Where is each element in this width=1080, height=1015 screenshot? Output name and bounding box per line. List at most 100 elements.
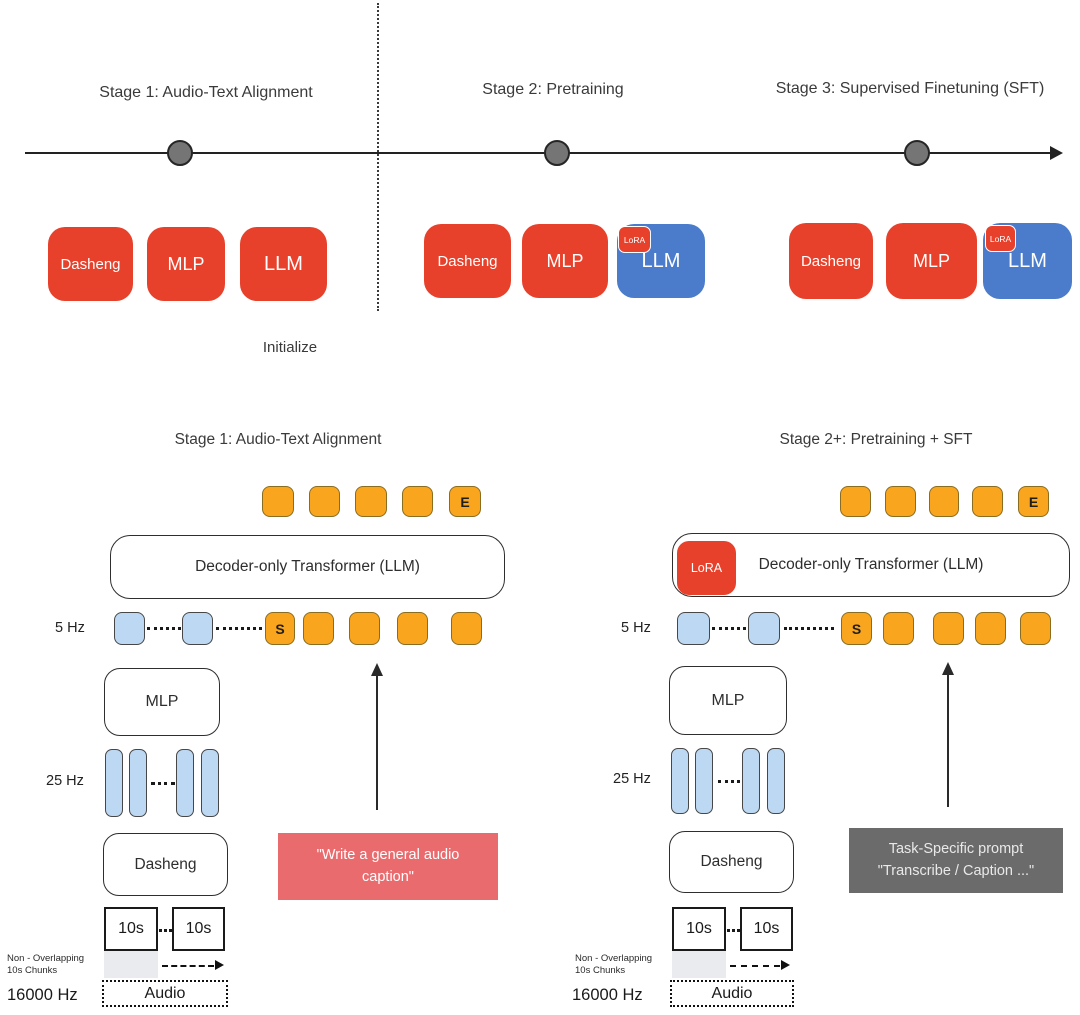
output-token [972,486,1003,517]
chunk-scan-arrow [162,965,214,967]
output-token [885,486,916,517]
right-panel-title: Stage 2+: Pretraining + SFT [779,431,973,448]
chunk-box-10s: 10s [740,907,793,951]
output-token [840,486,871,517]
feature-bar [695,748,713,814]
left-decoder-llm-box: Decoder-only Transformer (LLM) [110,535,505,599]
stage-divider-dotted-line [377,3,379,311]
ellipsis-dots [712,627,746,630]
audio-token [114,612,145,645]
left-sample-rate-label: 16000 Hz [7,986,78,1004]
right-5hz-label: 5 Hz [621,620,651,636]
stage1-mlp-block: MLP [147,227,225,301]
end-token: E [449,486,481,517]
left-prompt-box: "Write a general audio caption" [278,833,498,900]
right-prompt-line2: "Transcribe / Caption ..." [877,862,1035,879]
up-arrow-icon [371,663,383,676]
feature-bar [671,748,689,814]
ellipsis-dots [727,929,740,932]
chunk-box-10s: 10s [672,907,726,951]
stage3-mlp-block: MLP [886,223,977,299]
right-dasheng-box: Dasheng [669,831,794,893]
chunk-shadow [104,951,158,978]
chunks-note-line1: Non - Overlapping [575,953,653,964]
feature-bar [201,749,219,817]
output-token [355,486,387,517]
timeline-node-stage3 [904,140,930,166]
left-5hz-label: 5 Hz [55,620,85,636]
left-prompt-line1: "Write a general audio [316,847,460,864]
text-token [1020,612,1051,645]
left-dasheng-box: Dasheng [103,833,228,896]
up-arrow-line [376,676,378,810]
text-token [975,612,1006,645]
chunk-shadow [672,951,726,978]
output-token [929,486,959,517]
text-token [451,612,482,645]
stage2-dasheng-block: Dasheng [424,224,511,298]
right-decoder-llm-box: Decoder-only Transformer (LLM) [672,533,1070,597]
audio-token [677,612,710,645]
chunk-scan-arrowhead-icon [215,960,224,970]
right-lora-box: LoRA [677,541,736,595]
stage3-dasheng-block: Dasheng [789,223,873,299]
text-token [883,612,914,645]
feature-bar [129,749,147,817]
right-25hz-label: 25 Hz [613,771,651,787]
stage1-llm-block: LLM [240,227,327,301]
output-token [402,486,433,517]
left-chunks-note: Non - Overlapping 10s Chunks [7,953,84,978]
stage3-title: Stage 3: Supervised Finetuning (SFT) [775,80,1045,97]
ellipsis-dots [718,780,740,783]
end-token: E [1018,486,1049,517]
feature-bar [176,749,194,817]
output-token [262,486,294,517]
timeline-node-stage1 [167,140,193,166]
start-token: S [265,612,295,645]
right-audio-box: Audio [670,980,794,1007]
left-prompt-line2: caption" [362,868,414,885]
ellipsis-dots [147,627,181,630]
left-mlp-box: MLP [104,668,220,736]
up-arrow-line [947,675,949,807]
timeline-node-stage2 [544,140,570,166]
up-arrow-icon [942,662,954,675]
ellipsis-dots [159,929,172,932]
text-token [933,612,964,645]
stage1-title: Stage 1: Audio-Text Alignment [99,84,313,101]
left-25hz-label: 25 Hz [46,773,84,789]
start-token: S [841,612,872,645]
chunk-scan-arrowhead-icon [781,960,790,970]
ellipsis-dots [216,627,262,630]
text-token [397,612,428,645]
timeline-arrowhead-icon [1050,146,1063,160]
feature-bar [767,748,785,814]
initialize-label: Initialize [262,339,318,356]
text-token [303,612,334,645]
chunks-note-line2: 10s Chunks [575,965,626,977]
output-token [309,486,340,517]
stage3-lora-badge: LoRA [985,225,1016,252]
right-prompt-line1: Task-Specific prompt [888,841,1024,858]
right-prompt-box: Task-Specific prompt "Transcribe / Capti… [849,828,1063,893]
audio-token [182,612,213,645]
stage2-lora-badge: LoRA [618,226,651,253]
left-panel-title: Stage 1: Audio-Text Alignment [174,431,382,448]
chunk-box-10s: 10s [104,907,158,951]
feature-bar [742,748,760,814]
stage1-dasheng-block: Dasheng [48,227,133,301]
right-chunks-note: Non - Overlapping 10s Chunks [575,953,652,978]
audio-token [748,612,780,645]
stage2-title: Stage 2: Pretraining [482,81,624,98]
chunk-scan-arrow [730,965,780,967]
chunks-note-line2: 10s Chunks [7,965,58,977]
feature-bar [105,749,123,817]
chunk-box-10s: 10s [172,907,225,951]
ellipsis-dots [784,627,834,630]
stage2-mlp-block: MLP [522,224,608,298]
right-sample-rate-label: 16000 Hz [572,986,643,1004]
ellipsis-dots [151,782,175,785]
timeline-axis [25,152,1051,154]
left-audio-box: Audio [102,980,228,1007]
